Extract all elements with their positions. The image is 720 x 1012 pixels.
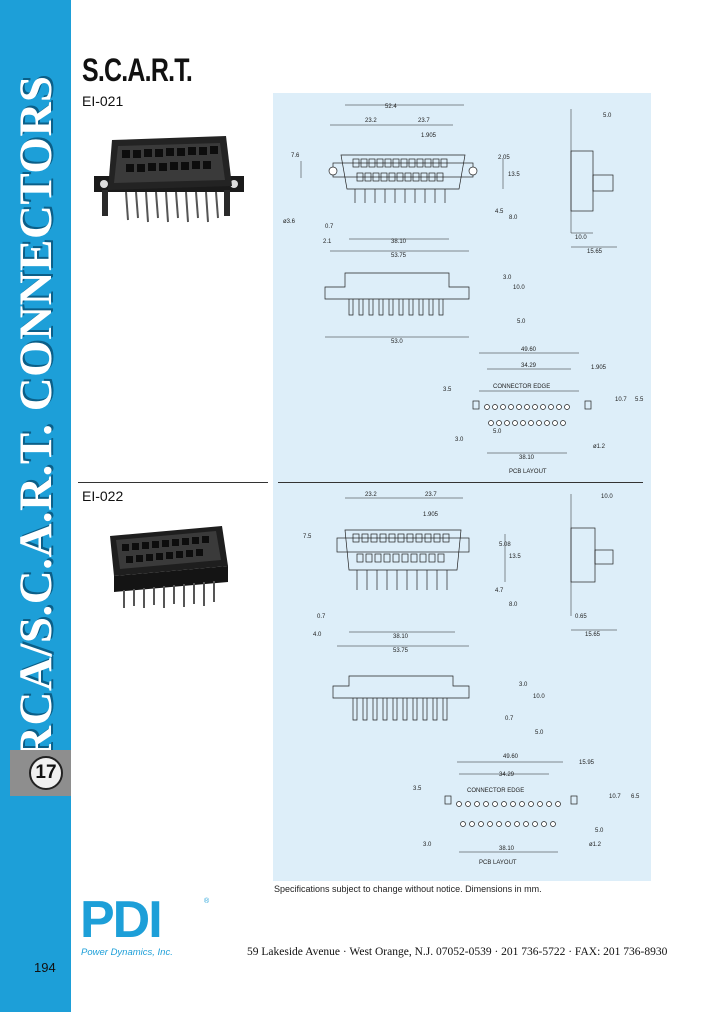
dim-label: 10.0 xyxy=(601,494,613,500)
dim-label: 4.0 xyxy=(313,632,322,638)
section-divider xyxy=(278,482,643,483)
dim-label: 3.0 xyxy=(503,275,512,281)
dim-label: 0.65 xyxy=(575,614,587,620)
connector-edge-label: CONNECTOR EDGE xyxy=(467,788,524,794)
dim-label: 5.0 xyxy=(595,828,604,834)
page-number: 194 xyxy=(34,960,56,975)
dim-label: 23.2 xyxy=(365,492,377,498)
category-sidebar xyxy=(0,0,71,1012)
dim-label: 5.0 xyxy=(603,113,612,119)
part-number-ei-021: EI-021 xyxy=(82,93,124,109)
page-title: S.C.A.R.T. xyxy=(82,52,193,88)
dim-label: 3.0 xyxy=(455,437,464,443)
category-title: RCA/S.C.A.R.T. CONNECTORS xyxy=(10,75,62,760)
dim-label: 0.7 xyxy=(505,716,514,722)
dim-label: 8.0 xyxy=(509,215,518,221)
section-number-badge: 17 xyxy=(29,756,63,790)
dim-label: 5.5 xyxy=(635,397,644,403)
dim-label: 0.7 xyxy=(325,224,334,230)
dim-label: ø3.6 xyxy=(283,219,296,225)
dim-label: 10.7 xyxy=(609,794,621,800)
specification-note: Specifications subject to change without… xyxy=(274,884,542,894)
dim-label: 23.2 xyxy=(365,118,377,124)
dim-label: 1.905 xyxy=(421,133,437,139)
dim-label: 3.0 xyxy=(519,682,528,688)
dim-label: ø1.2 xyxy=(589,842,602,848)
dim-label: 4.7 xyxy=(495,588,504,594)
section-divider xyxy=(78,482,268,483)
pdi-logo: PDI ® Power Dynamics, Inc. xyxy=(80,893,210,958)
dim-label: 10.7 xyxy=(615,397,627,403)
dim-label: 53.0 xyxy=(391,339,403,345)
dim-label: 15.65 xyxy=(585,632,601,638)
logo-subtext: Power Dynamics, Inc. xyxy=(81,947,173,958)
dim-label: 5.0 xyxy=(493,429,502,435)
dim-label: 5.0 xyxy=(535,730,544,736)
ei-022-connector-photo xyxy=(110,526,228,608)
logo-wordmark: PDI xyxy=(80,893,161,949)
dim-label: 10.0 xyxy=(513,285,525,291)
dim-label: 0.7 xyxy=(317,614,326,620)
dim-label: 10.0 xyxy=(533,694,545,700)
dim-label: 34.29 xyxy=(521,363,537,369)
pcb-layout-label: PCB LAYOUT xyxy=(509,469,547,475)
dim-label: ø1.2 xyxy=(593,444,606,450)
dim-label: 7.6 xyxy=(291,153,300,159)
dim-label: 34.29 xyxy=(499,772,515,778)
technical-drawing-panel xyxy=(273,93,651,881)
svg-text:®: ® xyxy=(204,897,210,905)
company-address: 59 Lakeside Avenue · West Orange, N.J. 0… xyxy=(247,946,668,958)
dim-label: 49.60 xyxy=(503,754,519,760)
dim-label: 38.10 xyxy=(499,846,515,852)
ei-021-connector-photo xyxy=(94,136,244,223)
dim-label: 53.75 xyxy=(393,648,409,654)
dim-label: 2.1 xyxy=(323,239,332,245)
dim-label: 13.5 xyxy=(509,554,521,560)
dim-label: 23.7 xyxy=(425,492,437,498)
dim-label: 13.5 xyxy=(508,172,520,178)
dim-label: 52.4 xyxy=(385,104,397,110)
dim-label: 4.5 xyxy=(495,209,504,215)
dim-label: 5.0 xyxy=(517,319,526,325)
dim-label: 15.95 xyxy=(579,760,595,766)
connector-edge-label: CONNECTOR EDGE xyxy=(493,384,550,390)
dim-label: 3.0 xyxy=(423,842,432,848)
dim-label: 3.5 xyxy=(413,786,422,792)
dim-label: 1.905 xyxy=(423,512,439,518)
dim-label: 53.75 xyxy=(391,253,407,259)
dim-label: 6.5 xyxy=(631,794,640,800)
pcb-layout-label: PCB LAYOUT xyxy=(479,860,517,866)
dim-label: 3.5 xyxy=(443,387,452,393)
part-number-ei-022: EI-022 xyxy=(82,488,124,504)
dim-label: 38.10 xyxy=(391,239,407,245)
dim-label: 49.60 xyxy=(521,347,537,353)
ei-022-drawing: 23.2 23.7 1.905 7.5 5.08 13.5 4.7 8.0 0.… xyxy=(303,492,640,866)
dim-label: 38.10 xyxy=(519,455,535,461)
ei-021-drawing: 52.4 23.2 23.7 1.905 7.6 2.05 13.5 4.5 8… xyxy=(283,104,644,475)
dim-label: 38.10 xyxy=(393,634,409,640)
dim-label: 8.0 xyxy=(509,602,518,608)
dim-label: 1.905 xyxy=(591,365,607,371)
dim-label: 2.05 xyxy=(498,155,510,161)
dim-label: 10.0 xyxy=(575,235,587,241)
dim-label: 15.65 xyxy=(587,249,603,255)
dim-label: 23.7 xyxy=(418,118,430,124)
dim-label: 7.5 xyxy=(303,534,312,540)
